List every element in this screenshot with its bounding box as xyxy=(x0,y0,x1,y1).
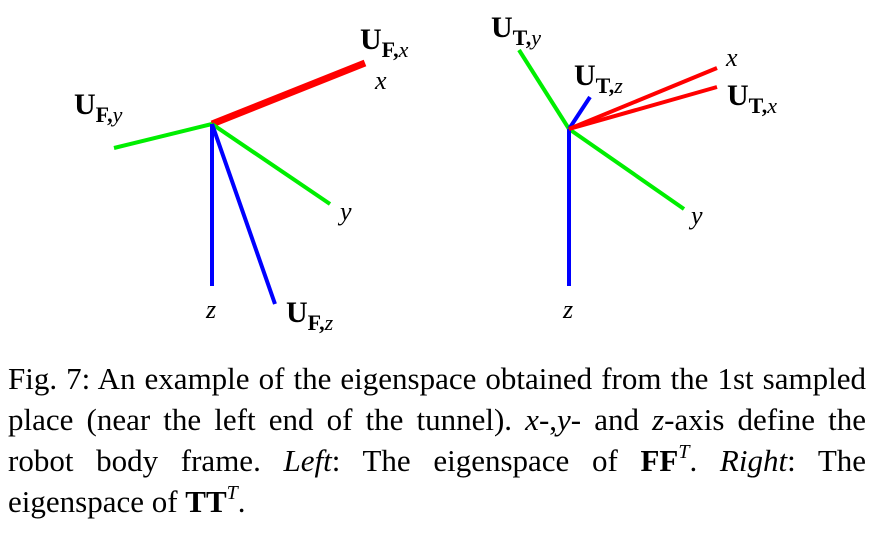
right-ut-y-label: UT,y xyxy=(491,11,541,50)
caption-fig-label: Fig. 7: xyxy=(8,361,98,396)
left-y-label: y xyxy=(337,197,352,226)
caption-text-3: : The eigenspace of xyxy=(331,443,641,478)
left-uf-y-axis xyxy=(113,122,213,150)
caption-sup-t2: T xyxy=(226,482,238,504)
right-z-label: z xyxy=(562,295,573,324)
figure-caption: Fig. 7: An example of the eigenspace obt… xyxy=(8,358,866,522)
left-uf-x-label: UF,x xyxy=(360,23,409,62)
left-y-axis xyxy=(210,122,332,206)
left-x-label: x xyxy=(374,66,387,95)
left-uf-x-axis xyxy=(210,59,367,128)
caption-text-1: An example of the eigenspace obtained fr… xyxy=(8,361,866,437)
caption-text-2: -axis define the robot body frame. xyxy=(8,402,866,478)
caption-x-var: x xyxy=(525,402,539,437)
left-uf-z-label: UF,z xyxy=(286,296,334,335)
right-ut-z-label: UT,z xyxy=(574,59,623,98)
right-frame: UT,y UT,z x UT,x y z xyxy=(491,11,777,324)
caption-text-6: . xyxy=(237,484,246,519)
caption-text-4: . xyxy=(689,443,720,478)
caption-left-label: Left xyxy=(283,443,332,478)
right-x-label: x xyxy=(725,43,738,72)
eigenspace-diagram: UF,x x UF,y y z UF,z UT,y UT,z xyxy=(74,11,777,335)
right-y-axis xyxy=(567,127,686,211)
caption-z-var: z xyxy=(652,402,665,437)
caption-sup-t1: T xyxy=(678,441,690,463)
eigenspace-figure: UF,x x UF,y y z UF,z UT,y UT,z xyxy=(74,11,777,335)
caption-text-5: : The eigenspace of xyxy=(8,443,867,519)
left-uf-z-axis xyxy=(210,123,277,305)
right-ut-x-axis xyxy=(568,85,718,131)
caption-tt: TT xyxy=(185,484,227,519)
left-uf-y-label: UF,y xyxy=(74,88,123,127)
right-ut-x-label: UT,x xyxy=(727,79,777,118)
right-ut-y-axis xyxy=(517,48,571,131)
caption-sep-1: -, xyxy=(538,402,558,437)
caption-ff: FF xyxy=(640,443,679,478)
caption-sep-2: - and xyxy=(570,402,653,437)
right-y-label: y xyxy=(688,201,703,230)
caption-right-label: Right xyxy=(719,443,788,478)
left-z-label: z xyxy=(205,295,216,324)
left-frame: UF,x x UF,y y z UF,z xyxy=(74,23,409,335)
right-ut-z-axis xyxy=(567,95,592,131)
caption-y-var: y xyxy=(557,402,571,437)
right-x-axis xyxy=(568,66,718,131)
